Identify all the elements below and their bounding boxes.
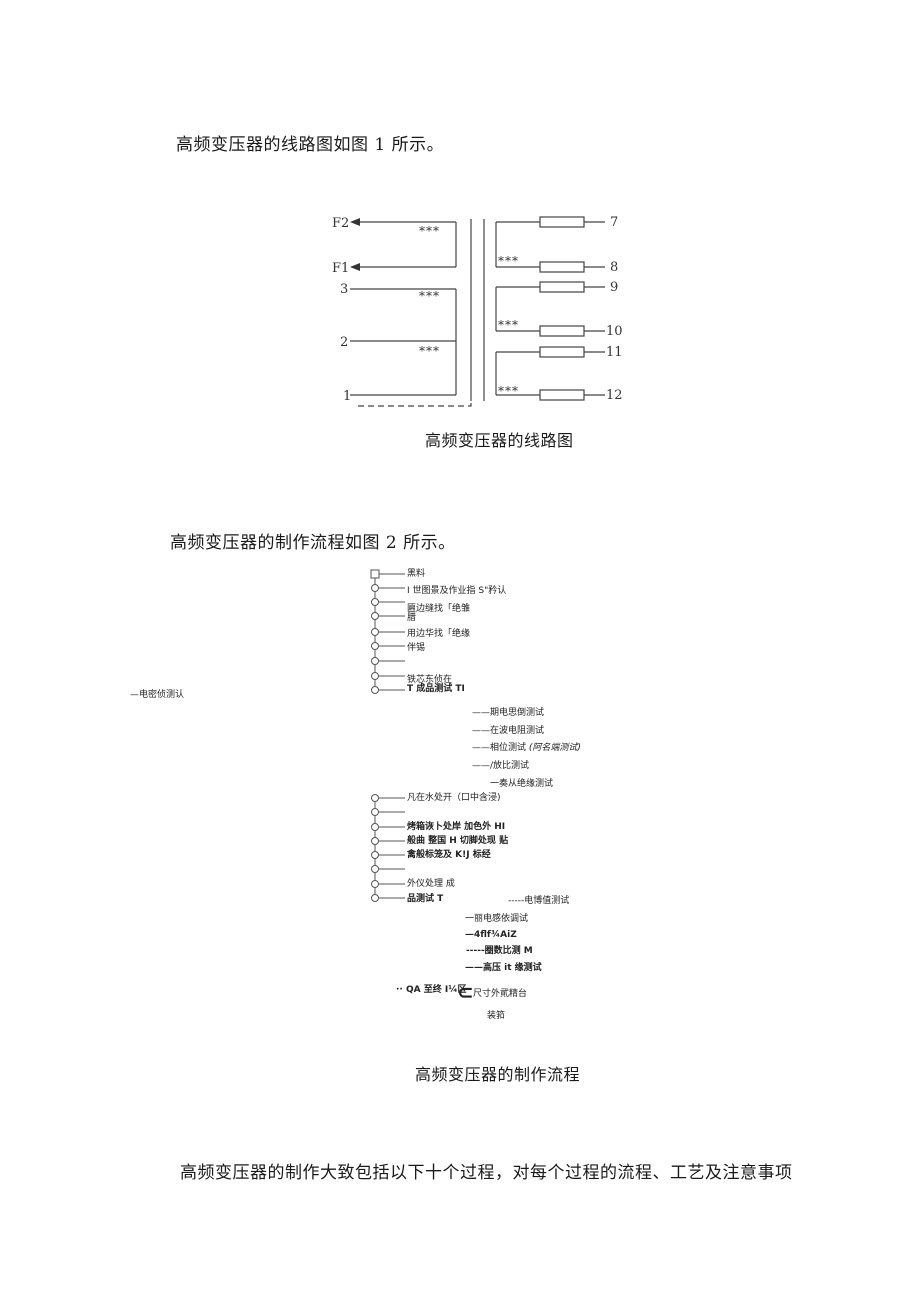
flow-step-3: 匾边缝找「绝雏 — [407, 604, 471, 614]
flow-final-test-3: —4flf¾AiZ — [465, 930, 517, 940]
paragraph-process-overview: 高频变压器的制作大致包括以下十个过程，对每个过程的流程、工艺及注意事项 — [180, 1163, 793, 1183]
flow-step-13: 品测试 T — [407, 894, 444, 904]
flow-step-1: 黑料 — [407, 569, 426, 579]
flow-test-1: ——期电思倒测试 — [472, 708, 545, 718]
flow-left-note: —电密侦测认 — [130, 690, 185, 700]
terminal-12-label: 12 — [606, 388, 623, 403]
flow-test-3-note: (阿名端测试) — [528, 743, 581, 753]
figure1-caption: 高频变压器的线路图 — [425, 431, 574, 450]
flow-test-4: ——/放比测试 — [472, 761, 530, 771]
dot-marker: *** — [498, 384, 519, 398]
flow-test-5: 一奏从绝缘测试 — [490, 779, 554, 789]
start-node — [370, 569, 380, 579]
paragraph-circuit-intro: 高频变压器的线路图如图 1 所示。 — [176, 135, 445, 155]
terminal-10-label: 10 — [606, 324, 623, 339]
terminal-9-label: 9 — [610, 280, 618, 295]
flow-step-9: 烤箱诙卜处岸 加色外 HI — [407, 822, 506, 832]
dot-marker: *** — [419, 289, 440, 303]
flow-step-5: 伴锡 — [407, 643, 426, 653]
terminal-1-label: 1 — [343, 389, 351, 404]
flow-test-3: ——相位测试 (阿名端测试) — [472, 743, 581, 754]
flow-final-test-2: 一丽电感依调试 — [465, 914, 529, 924]
flow-step-6: 铁芯东侦在 — [407, 675, 453, 685]
flow-step-4: 用边华找「绝缘 — [407, 629, 471, 639]
terminal-f2-label: F2 — [332, 216, 349, 231]
terminal-3-label: 3 — [340, 282, 348, 297]
flow-qa-label: ·· QA 至终 I¼区 — [396, 985, 467, 995]
terminal-11-label: 11 — [606, 345, 623, 360]
flow-step-11: 禽般标笼及 K!J 标经 — [407, 850, 491, 860]
flow-final-test-4: -----圈数比测 M — [466, 946, 533, 956]
flow-step-7: T 成品测试 TI — [407, 684, 465, 694]
flow-step-3b: 腊 — [407, 613, 417, 623]
arrow-icon — [350, 218, 360, 226]
flow-packing: 装筘 — [487, 1011, 506, 1021]
terminal-7-label: 7 — [610, 215, 618, 230]
arrow-icon — [350, 263, 360, 271]
terminal-2-label: 2 — [340, 335, 348, 350]
figure2-caption: 高频变压器的制作流程 — [415, 1065, 581, 1084]
flow-step-12: 外仪处理 成 — [407, 879, 455, 889]
flow-final-test-5: ——高压 it 缘测试 — [465, 963, 542, 973]
flow-step-10: 般曲 整国 H 切脚处现 贴 — [407, 836, 509, 846]
flow-qa-bracket: ⊂ — [457, 980, 474, 1004]
terminal-8-label: 8 — [610, 260, 618, 275]
dot-marker: *** — [419, 344, 440, 358]
flow-step-8: 凡在水处开（口中含浸) — [407, 793, 501, 803]
flow-qa-check: 尺寸外貮精台 — [473, 989, 528, 999]
terminal-f1-label: F1 — [332, 261, 349, 276]
flow-test-3-label: ——相位测试 — [472, 743, 527, 753]
flow-step-2: I 世图景及作业指 S"矜认 — [407, 586, 507, 596]
dot-marker: *** — [498, 254, 519, 268]
paragraph-flow-intro: 高频变压器的制作流程如图 2 所示。 — [170, 533, 456, 553]
flow-final-test-1: -----电博值测试 — [508, 896, 570, 906]
dot-marker: *** — [419, 224, 440, 238]
flow-test-2: ——在波电阻测试 — [472, 726, 545, 736]
transformer-circuit-diagram: F2 F1 3 2 1 7 8 9 10 11 12 *** *** *** *… — [332, 215, 623, 407]
dot-marker: *** — [498, 318, 519, 332]
